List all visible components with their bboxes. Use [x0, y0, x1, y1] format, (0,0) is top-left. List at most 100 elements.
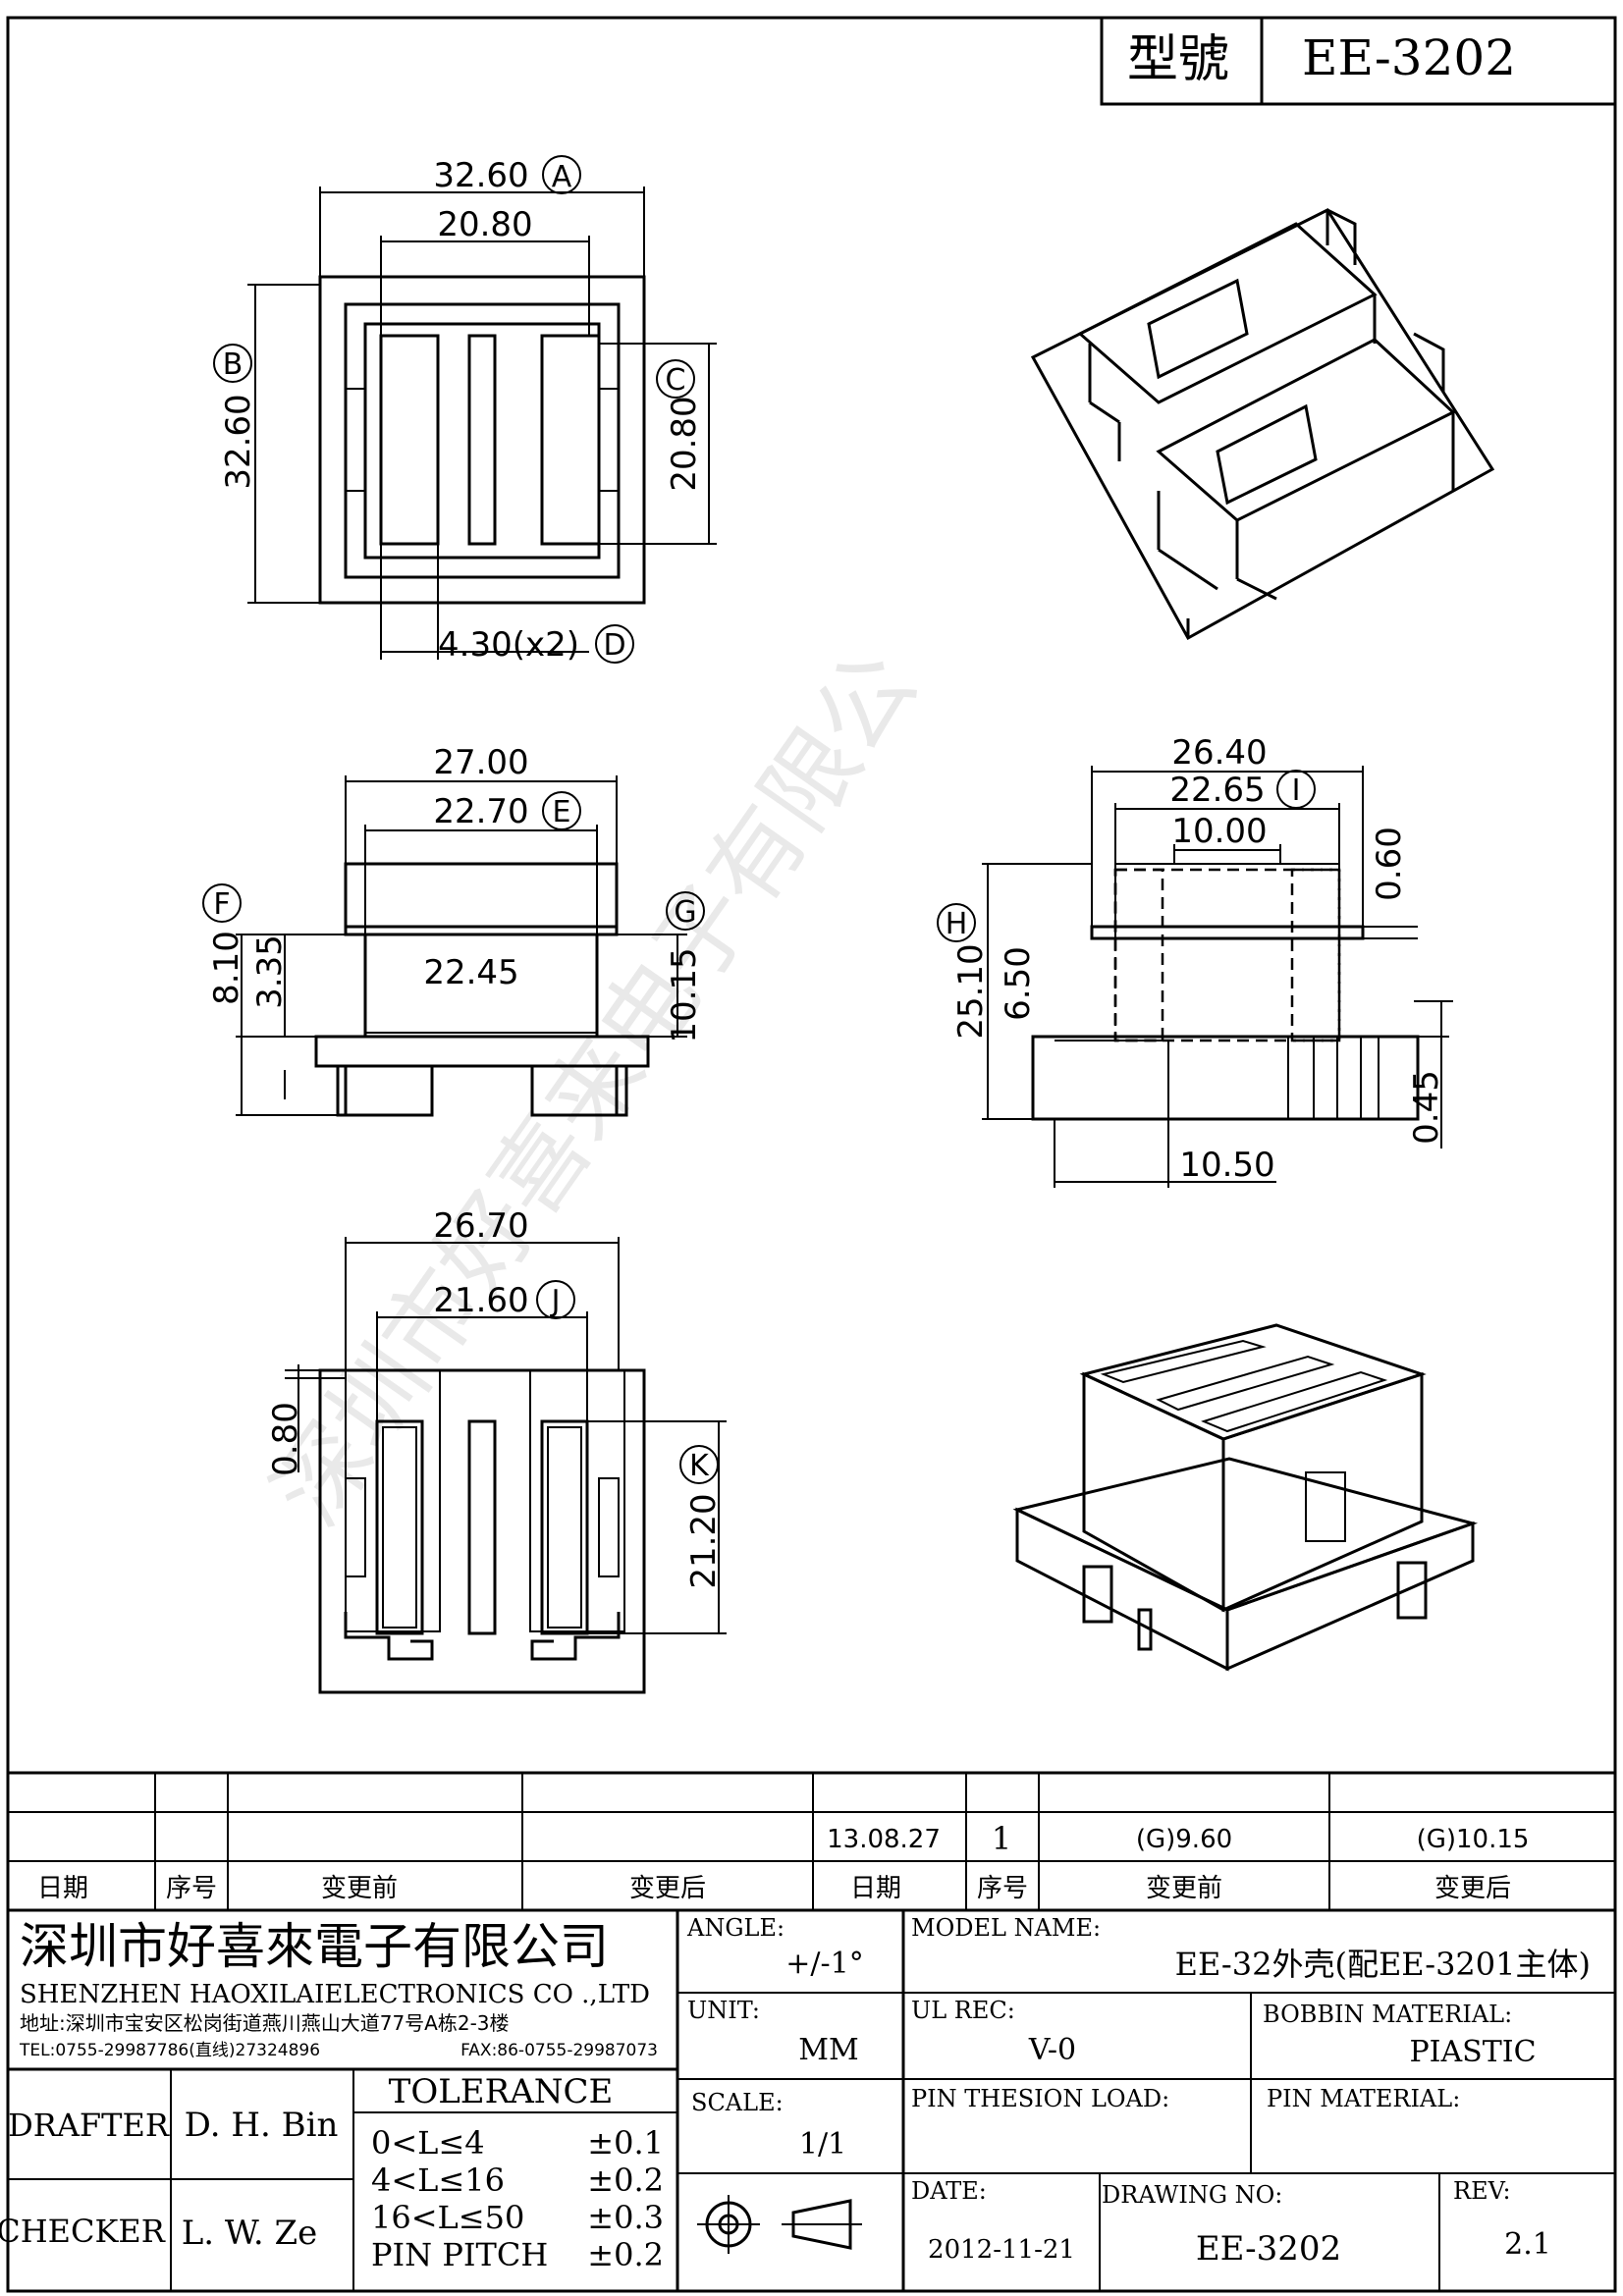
- ul-label: UL REC:: [911, 1997, 1015, 2024]
- dim-b-value: 32.60: [219, 394, 258, 489]
- bobbin-label: BOBBIN MATERIAL:: [1263, 2001, 1512, 2028]
- model-name-label: MODEL NAME:: [911, 1914, 1101, 1942]
- projection-symbol-icon: [697, 2195, 862, 2254]
- rev-row1-date: 13.08.27: [827, 1825, 941, 1854]
- rev-header-date-1: 日期: [37, 1874, 88, 1903]
- tolerance-value-2: ±0.2: [587, 2162, 664, 2199]
- rev-header-seq-1: 序号: [166, 1874, 217, 1903]
- tolerance-range-3: 16<L≤50: [371, 2199, 524, 2236]
- dim-bottom-080: 0.80: [266, 1402, 305, 1476]
- top-view-dim-labels: 32.60 A 20.80 32.60 B 20.80 C 4.30(x2) D: [213, 155, 704, 665]
- dim-b-tag: B: [223, 347, 243, 382]
- dim-f-tag: F: [213, 887, 230, 922]
- date-label: DATE:: [911, 2177, 987, 2205]
- tolerance-value-4: ±0.2: [587, 2236, 664, 2273]
- front-view-dim-labels: 27.00 22.70 E 8.10 F 3.35 22.45 10.15 G: [202, 743, 705, 1043]
- checker-label: CHECKER: [0, 2213, 166, 2250]
- dim-side-1050: 10.50: [1179, 1146, 1274, 1185]
- rev-row1-seq: 1: [992, 1820, 1011, 1857]
- dim-j-value: 21.60: [433, 1281, 528, 1320]
- company-address: 地址:深圳市宝安区松岗街道燕川燕山大道77号A栋2-3楼: [20, 2011, 510, 2035]
- company-tel: TEL:0755-29987786(直线)27324896: [19, 2041, 320, 2060]
- model-label: 型號: [1127, 30, 1229, 89]
- tolerance-range-4: PIN PITCH: [371, 2236, 548, 2273]
- isometric-view-top: [1030, 208, 1495, 641]
- dim-bottom-2670: 26.70: [433, 1206, 528, 1246]
- scale-value: 1/1: [799, 2127, 846, 2162]
- drafter-label: DRAFTER: [8, 2107, 170, 2144]
- dim-front-width: 27.00: [433, 743, 528, 782]
- dim-k-tag: K: [689, 1449, 710, 1483]
- rev-row1-after: (G)10.15: [1417, 1825, 1530, 1854]
- ul-value: V-0: [1028, 2033, 1076, 2067]
- drawing-no-value: EE-3202: [1196, 2229, 1341, 2269]
- bottom-view: [285, 1237, 727, 1694]
- date-value: 2012-11-21: [928, 2235, 1075, 2265]
- rev-header-before-2: 变更前: [1146, 1874, 1222, 1903]
- company-name-en: SHENZHEN HAOXILAIELECTRONICS CO .,LTD: [20, 1980, 650, 2009]
- dim-g-value: 10.15: [665, 947, 704, 1042]
- isometric-view-bottom: [1012, 1323, 1479, 1672]
- angle-value: +/-1°: [785, 1947, 863, 1981]
- drafter-value: D. H. Bin: [185, 2106, 339, 2145]
- dim-top-inner-value: 20.80: [437, 205, 532, 244]
- scale-label: SCALE:: [691, 2089, 784, 2116]
- dim-c-tag: C: [666, 363, 686, 398]
- rev-header-after-2: 变更后: [1434, 1874, 1511, 1903]
- dim-front-335: 3.35: [250, 934, 290, 1009]
- dim-h-value: 25.10: [951, 943, 991, 1039]
- rev-header-seq-2: 序号: [977, 1874, 1028, 1903]
- bottom-view-dim-labels: 26.70 21.60 J 0.80 21.20 K: [266, 1206, 724, 1589]
- checker-value: L. W. Ze: [182, 2214, 318, 2253]
- side-view-dim-labels: 26.40 22.65 I 10.00 0.60 25.10 H 6.50 0.…: [937, 733, 1446, 1185]
- tolerance-value-1: ±0.1: [587, 2124, 664, 2162]
- dim-side-060: 0.60: [1370, 827, 1409, 901]
- bobbin-value: PIASTIC: [1409, 2035, 1536, 2069]
- watermark-text: 深圳市好喜来电子有限公: [252, 632, 937, 1544]
- dim-d-value: 4.30(x2): [438, 625, 579, 665]
- unit-value: MM: [798, 2033, 858, 2067]
- tolerance-value-3: ±0.3: [587, 2199, 664, 2236]
- dim-f-value: 8.10: [207, 931, 246, 1005]
- top-view: [247, 187, 717, 660]
- side-view: [982, 766, 1453, 1188]
- unit-label: UNIT:: [687, 1997, 760, 2024]
- dim-d-tag: D: [603, 628, 625, 663]
- dim-a-tag: A: [552, 160, 572, 194]
- model-title-box: 型號 EE-3202: [1100, 16, 1617, 106]
- dim-side-1000: 10.00: [1171, 812, 1267, 851]
- dim-g-tag: G: [674, 895, 696, 930]
- dim-e-value: 22.70: [433, 792, 528, 831]
- tolerance-range-2: 4<L≤16: [371, 2162, 505, 2199]
- dim-i-value: 22.65: [1169, 771, 1265, 810]
- model-name-value: EE-32外壳(配EE-3201主体): [1175, 1946, 1591, 1983]
- rev-header-before-1: 变更前: [321, 1874, 398, 1903]
- dim-e-tag: E: [553, 795, 571, 829]
- dim-k-value: 21.20: [684, 1493, 724, 1588]
- rev-header-date-2: 日期: [850, 1874, 901, 1903]
- info-block-grid: [6, 1908, 1617, 2293]
- dim-front-2245: 22.45: [423, 953, 518, 992]
- company-name-cn: 深圳市好喜來電子有限公司: [20, 1918, 609, 1975]
- dim-side-2640: 26.40: [1171, 733, 1267, 773]
- angle-label: ANGLE:: [686, 1914, 784, 1942]
- rev-value: 2.1: [1504, 2227, 1551, 2262]
- dim-c-value: 20.80: [665, 396, 704, 491]
- tolerance-range-1: 0<L≤4: [371, 2124, 485, 2162]
- drawing-no-label: DRAWING NO:: [1102, 2181, 1282, 2209]
- front-view: [236, 775, 687, 1117]
- tolerance-title: TOLERANCE: [389, 2072, 614, 2111]
- rev-row1-before: (G)9.60: [1136, 1825, 1232, 1854]
- rev-header-after-1: 变更后: [629, 1874, 706, 1903]
- revision-table: [6, 1771, 1617, 1912]
- pin-load-label: PIN THESION LOAD:: [911, 2085, 1169, 2112]
- dim-side-045: 0.45: [1407, 1070, 1446, 1145]
- dim-a-value: 32.60: [433, 156, 528, 195]
- dim-i-tag: I: [1292, 774, 1301, 808]
- rev-label: REV:: [1453, 2177, 1511, 2205]
- dim-side-650: 6.50: [999, 946, 1038, 1021]
- company-fax: FAX:86-0755-29987073: [460, 2041, 658, 2060]
- pin-material-label: PIN MATERIAL:: [1267, 2085, 1460, 2112]
- model-value: EE-3202: [1302, 29, 1516, 86]
